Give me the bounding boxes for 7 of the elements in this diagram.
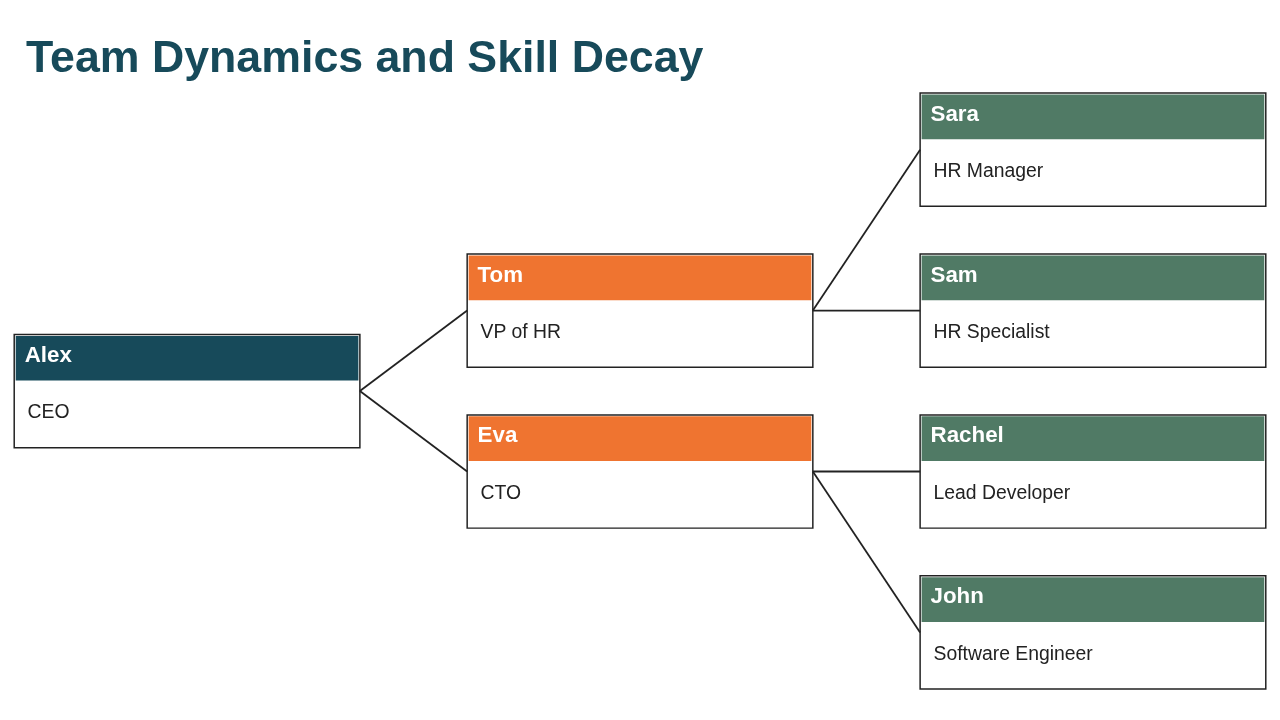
connector bbox=[359, 309, 469, 392]
diagram-title: Team Dynamics and Skill Decay bbox=[26, 31, 704, 81]
connector bbox=[811, 309, 921, 311]
connector bbox=[811, 470, 921, 633]
connector bbox=[811, 470, 921, 472]
connector bbox=[811, 148, 921, 311]
connector bbox=[359, 389, 469, 472]
